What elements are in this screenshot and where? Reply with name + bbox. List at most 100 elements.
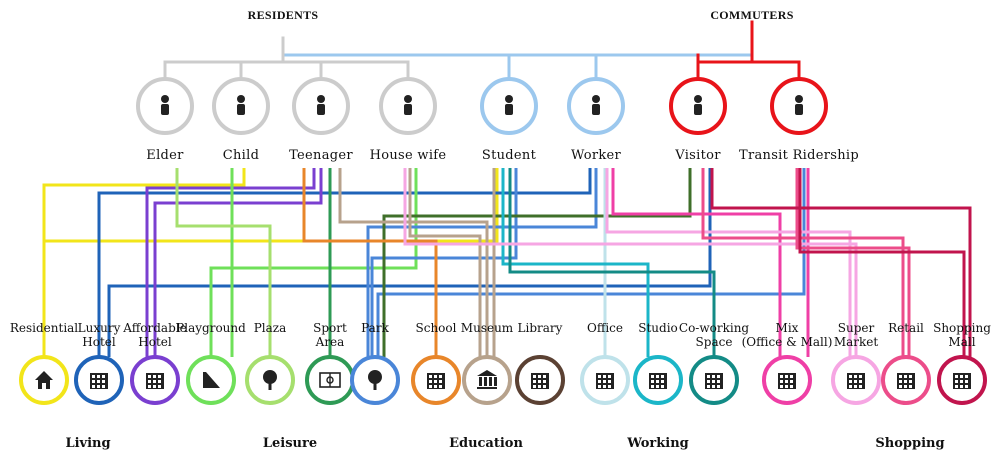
house-icon (35, 371, 53, 389)
hotel-building-icon (146, 373, 164, 389)
user-node-house (379, 77, 437, 135)
hierarchy-lines (163, 20, 801, 81)
user-node-teen (292, 77, 350, 135)
elderly-couple-icon (161, 95, 169, 115)
place-label-museum: Museum (460, 321, 514, 335)
place-node-library (515, 355, 565, 405)
place-label-playground: Playground (176, 321, 246, 335)
connection-line (710, 168, 972, 357)
place-label-office: Office (586, 321, 624, 335)
category-education: Education (449, 436, 523, 451)
retail-building-icon (897, 373, 915, 389)
connection-line (338, 168, 489, 357)
connection-line (370, 168, 518, 357)
user-label-visitor: Visitor (675, 148, 721, 163)
connection-line (153, 168, 323, 357)
mixed-use-tower-icon (778, 373, 796, 389)
school-building-icon (427, 373, 445, 389)
place-node-park (350, 355, 400, 405)
user-node-elder (136, 77, 194, 135)
user-label-house: House wife (369, 148, 447, 163)
traveler-with-luggage-icon (694, 95, 702, 115)
place-label-library: Library (517, 321, 563, 335)
category-leisure: Leisure (262, 436, 318, 451)
library-building-icon (531, 373, 549, 389)
shopping-mall-icon (953, 373, 971, 389)
category-living: Living (65, 436, 111, 451)
place-label-mix: Mix (Office & Mall) (741, 321, 833, 349)
connection-line (501, 168, 650, 357)
museum-columns-icon (477, 370, 497, 389)
connection-line (382, 168, 692, 357)
user-node-student (480, 77, 538, 135)
user-node-transit (770, 77, 828, 135)
user-label-worker: Worker (570, 148, 622, 163)
user-nodes (136, 77, 828, 135)
place-label-residential: Residential (9, 321, 79, 335)
plaza-tree-bench-icon (263, 370, 277, 390)
user-label-teen: Teenager (289, 148, 353, 163)
connection-line (107, 168, 712, 357)
students-group-icon (505, 95, 513, 115)
place-node-retail (881, 355, 931, 405)
connection-line (798, 168, 966, 357)
luxury-hotel-icon (90, 373, 108, 389)
waiting-passenger-icon (795, 95, 803, 115)
user-label-child: Child (222, 148, 260, 163)
tree-icon (368, 370, 382, 390)
place-node-cowork (689, 355, 739, 405)
category-shopping: Shopping (875, 436, 945, 451)
place-node-museum (462, 355, 512, 405)
place-label-mall: Shopping Mall (933, 321, 991, 349)
user-node-worker (567, 77, 625, 135)
connection-line (701, 168, 905, 357)
user-node-child (212, 77, 270, 135)
connection-lines (42, 168, 972, 357)
user-label-elder: Elder (146, 148, 184, 163)
place-label-sport: Sport Area (313, 321, 347, 349)
connection-line (42, 168, 246, 357)
connection-line (611, 168, 782, 357)
user-label-transit: Transit Ridership (739, 148, 859, 163)
place-node-office (580, 355, 630, 405)
residents-title: RESIDENTS (247, 8, 319, 22)
place-label-affordable: Affordable Hotel (123, 321, 187, 349)
user-label-student: Student (481, 148, 537, 163)
place-label-park: Park (361, 321, 389, 335)
place-node-mix (762, 355, 812, 405)
commuters-title: COMMUTERS (710, 8, 794, 22)
slide-icon (203, 372, 220, 388)
category-working: Working (627, 436, 689, 451)
sports-field-icon (319, 372, 341, 388)
connection-line (366, 168, 598, 357)
place-node-residential (19, 355, 69, 405)
place-node-affordable (130, 355, 180, 405)
place-node-sport (305, 355, 355, 405)
place-label-luxury: Luxury Hotel (77, 321, 121, 349)
connection-line (302, 168, 438, 357)
place-node-playground (186, 355, 236, 405)
mother-with-baby-icon (404, 95, 412, 115)
place-label-super: Super Market (833, 321, 879, 349)
connection-line (209, 168, 418, 357)
connection-line (403, 168, 858, 357)
place-nodes (19, 355, 987, 405)
place-label-retail: Retail (888, 321, 924, 335)
studio-building-icon (649, 373, 667, 389)
place-node-mall (937, 355, 987, 405)
place-label-cowork: Co-working Space (678, 321, 750, 349)
place-label-school: School (415, 321, 457, 335)
place-node-plaza (245, 355, 295, 405)
office-towers-icon (596, 373, 614, 389)
office-worker-desk-icon (592, 95, 600, 115)
coworking-building-icon (705, 373, 723, 389)
place-label-studio: Studio (638, 321, 678, 335)
skateboarder-icon (317, 95, 325, 115)
place-node-super (831, 355, 881, 405)
connection-line (408, 168, 482, 357)
place-node-luxury (74, 355, 124, 405)
children-playing-icon (237, 95, 245, 115)
place-node-studio (633, 355, 683, 405)
user-node-visitor (669, 77, 727, 135)
